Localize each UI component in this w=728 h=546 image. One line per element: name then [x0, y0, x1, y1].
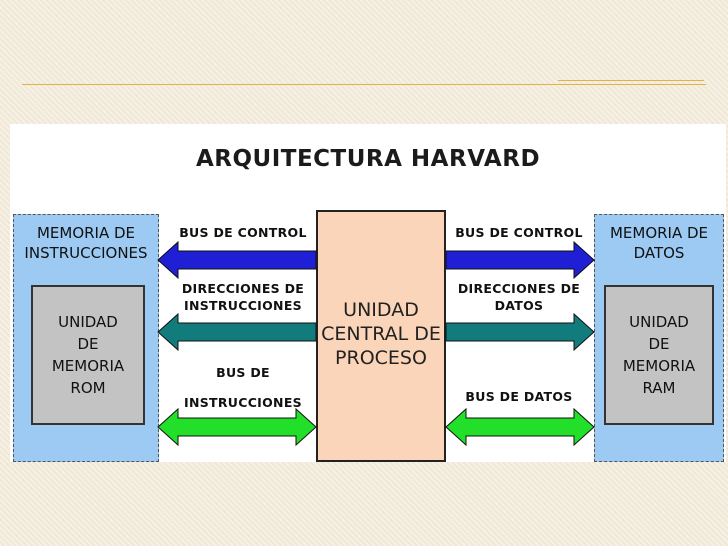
- right-address-bus-label-1: DIRECCIONES DE: [457, 281, 581, 296]
- left-control-bus-arrow: [157, 240, 317, 280]
- instruction-memory-block: MEMORIA DE INSTRUCCIONES UNIDAD DE MEMOR…: [13, 214, 159, 462]
- left-control-bus-label: BUS DE CONTROL: [179, 225, 307, 240]
- right-control-bus-arrow: [445, 240, 595, 280]
- header-rule-accent: [558, 80, 704, 81]
- right-data-bus-label: BUS DE DATOS: [465, 389, 573, 404]
- left-data-bus-arrow: [157, 407, 317, 447]
- left-data-bus-label-2: INSTRUCCIONES: [184, 395, 302, 410]
- right-address-bus-label-2: DATOS: [494, 298, 544, 313]
- rom-memory-unit: UNIDAD DE MEMORIA ROM: [31, 285, 145, 425]
- cpu-block: UNIDAD CENTRAL DE PROCESO: [316, 210, 446, 462]
- right-address-bus-arrow: [445, 312, 595, 352]
- instruction-memory-label: MEMORIA DE INSTRUCCIONES: [24, 224, 148, 262]
- data-memory-label: MEMORIA DE DATOS: [609, 224, 709, 262]
- left-address-bus-label-2: INSTRUCCIONES: [184, 298, 302, 313]
- left-address-bus-label-1: DIRECCIONES DE: [181, 281, 305, 296]
- cpu-label: UNIDAD CENTRAL DE PROCESO: [321, 299, 441, 369]
- diagram-panel: ARQUITECTURA HARVARD MEMORIA DE INSTRUCC…: [10, 124, 726, 462]
- right-data-bus-arrow: [445, 407, 595, 447]
- header-rule: [22, 84, 706, 85]
- diagram-title: ARQUITECTURA HARVARD: [195, 146, 541, 172]
- right-control-bus-label: BUS DE CONTROL: [455, 225, 583, 240]
- bus-arrows: [157, 240, 595, 447]
- left-data-bus-label-1: BUS DE: [216, 365, 270, 380]
- ram-memory-unit: UNIDAD DE MEMORIA RAM: [604, 285, 714, 425]
- data-memory-block: MEMORIA DE DATOS UNIDAD DE MEMORIA RAM: [594, 214, 724, 462]
- left-address-bus-arrow: [157, 312, 317, 352]
